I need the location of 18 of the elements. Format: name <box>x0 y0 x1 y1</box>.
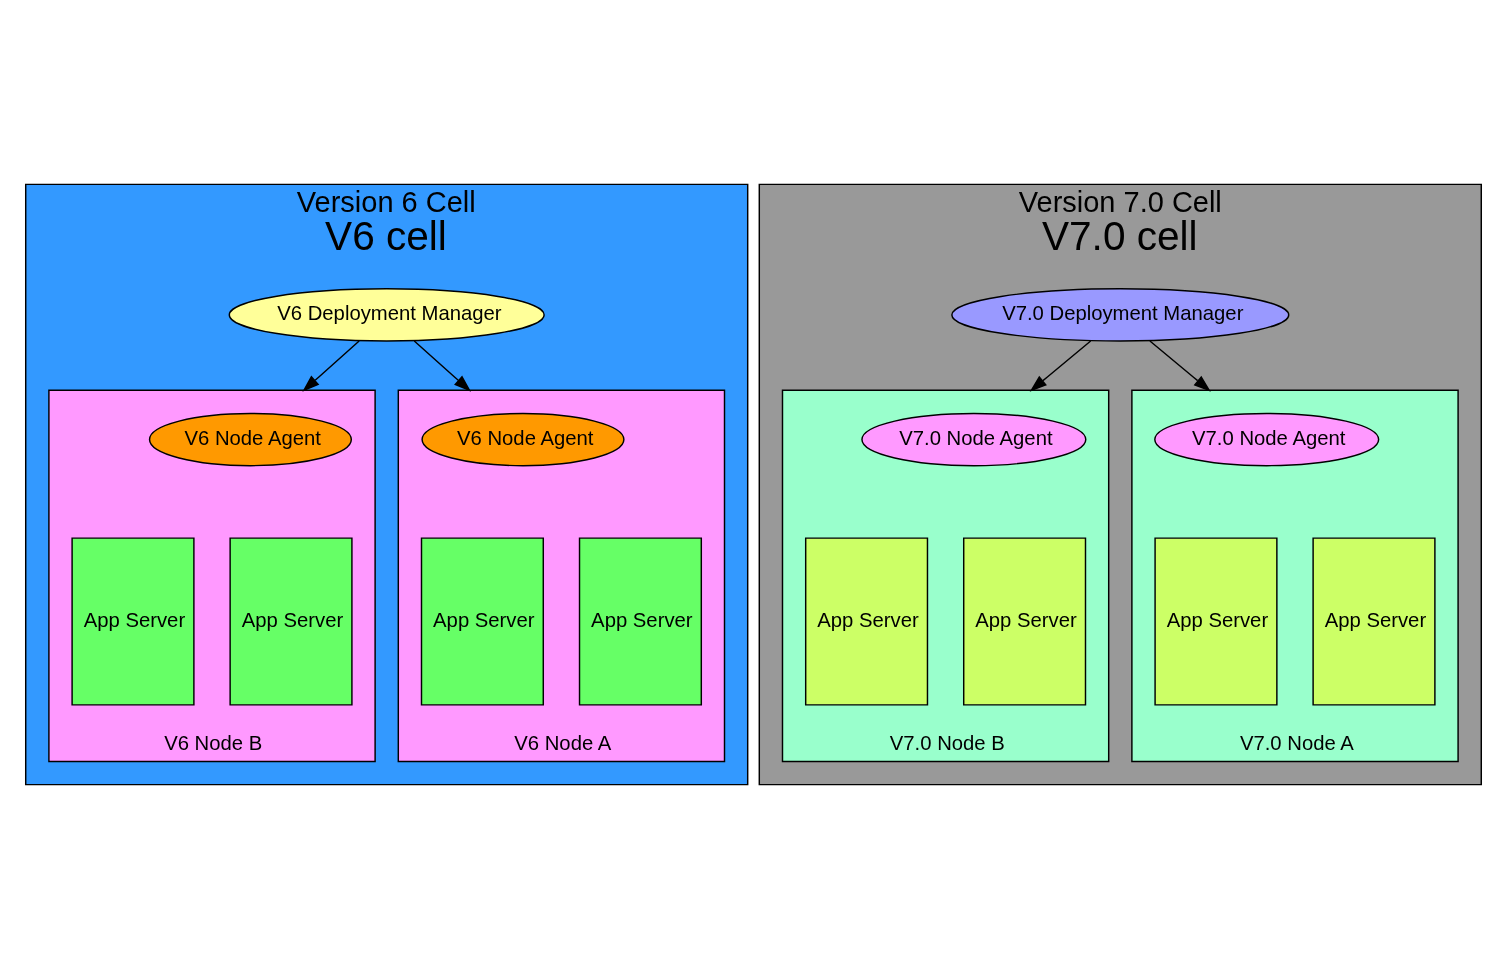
arrow <box>1149 339 1211 392</box>
node-box: App Server <box>963 536 1087 706</box>
node-box: App Server <box>578 536 703 706</box>
node-box: App Server <box>804 536 929 706</box>
arrow <box>413 339 472 392</box>
node-box: App Server <box>71 536 195 706</box>
node-box: App Server <box>1154 536 1278 706</box>
arrow <box>1029 339 1092 392</box>
node-ellipse: V6 Deployment Manager <box>228 287 545 342</box>
node-ellipse: V6 Node Agent <box>421 412 625 466</box>
node-box: App Server <box>229 536 353 706</box>
node-ellipse: V6 Node Agent <box>148 412 353 466</box>
node-ellipse: V7.0 Node Agent <box>861 412 1087 466</box>
node-box: App Server <box>420 536 544 706</box>
node-ellipse: V7.0 Node Agent <box>1154 412 1380 466</box>
node-box: App Server <box>1312 536 1436 706</box>
arrow <box>302 339 360 392</box>
node-ellipse: V7.0 Deployment Manager <box>951 287 1290 342</box>
